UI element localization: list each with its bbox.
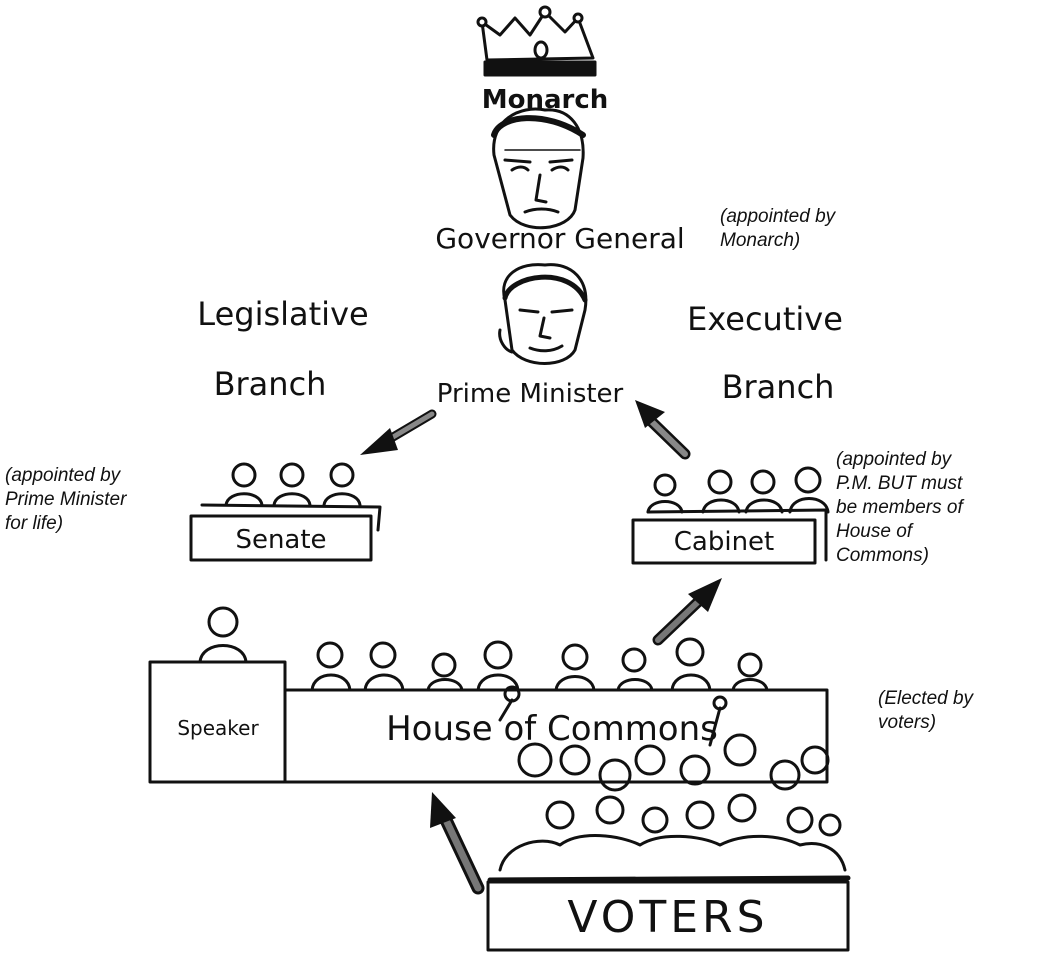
house-of-commons-note: (Elected by voters): [878, 688, 974, 733]
senate-desk: [189, 462, 382, 562]
prime-minister-label: Prime Minister: [437, 379, 624, 409]
governor-general-portrait: [491, 107, 586, 230]
senate-label: Senate: [235, 525, 326, 555]
prime-minister-portrait: [498, 263, 588, 365]
cabinet-label: Cabinet: [674, 527, 774, 557]
arrow-to-senate: [360, 409, 437, 455]
legislative-branch-label-line1: Legislative: [197, 295, 368, 333]
arrow-to-house-of-commons: [430, 792, 485, 895]
voters-crowd: [486, 685, 851, 952]
monarch-label: Monarch: [482, 85, 609, 115]
crown-icon: [476, 5, 597, 77]
cabinet-desk: [631, 466, 830, 565]
speaker-label: Speaker: [177, 716, 259, 740]
legislative-branch-label-line2: Branch: [214, 365, 327, 403]
arrow-to-cabinet: [652, 578, 722, 646]
voters-label: VOTERS: [567, 892, 768, 943]
senate-note: (appointed by Prime Minister for life): [5, 465, 127, 534]
governor-general-note: (appointed by Monarch): [720, 206, 836, 251]
arrow-to-prime-minister: [635, 400, 691, 460]
governor-general-label: Governor General: [435, 222, 684, 255]
executive-branch-label-line2: Branch: [722, 368, 835, 406]
house-of-commons-label: House of Commons: [386, 709, 718, 749]
cabinet-note: (appointed by P.M. BUT must be members o…: [836, 449, 963, 566]
executive-branch-label-line1: Executive: [687, 300, 843, 338]
